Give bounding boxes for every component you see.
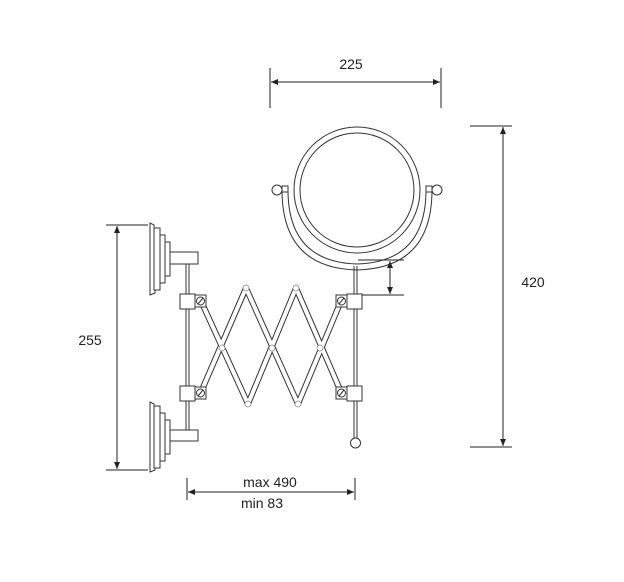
- dimension-mirror-width: 225: [269, 56, 442, 108]
- wall-plate-bottom: [149, 401, 199, 473]
- dimension-label-225: 225: [339, 56, 363, 72]
- dimension-extension: max 490 min 83: [186, 474, 356, 511]
- right-knob: [431, 184, 443, 196]
- wall-plate-top: [149, 222, 199, 296]
- clamp-blocks: [179, 293, 363, 402]
- left-knob: [271, 184, 283, 196]
- dimension-stem-offset: [358, 259, 404, 296]
- dimension-total-height: 420: [470, 125, 545, 448]
- dimension-label-255: 255: [78, 332, 102, 348]
- dimension-label-420: 420: [521, 274, 545, 290]
- dimension-label-max: max 490: [243, 474, 297, 490]
- dimension-label-min: min 83: [241, 495, 283, 511]
- dimension-plate-spacing: 255: [78, 224, 148, 471]
- mirror-head: [271, 126, 443, 271]
- mirror-stem: [350, 266, 361, 449]
